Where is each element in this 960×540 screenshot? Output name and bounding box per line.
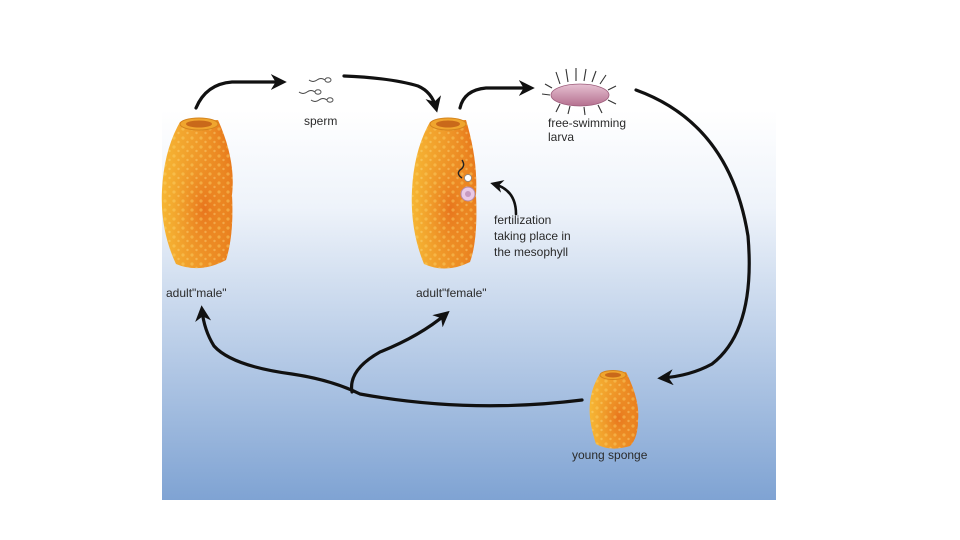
arrow-sperm-to-female xyxy=(342,74,442,113)
young-sponge-icon xyxy=(589,370,639,449)
fertilization-label: fertilization taking place in the mesoph… xyxy=(494,212,571,260)
arrow-larva-to-young xyxy=(634,88,751,386)
larva-label: free-swimming larva xyxy=(548,116,626,144)
adult-male-label: adult"male" xyxy=(166,286,227,300)
arrow-female-to-larva xyxy=(458,80,535,110)
sperm-label: sperm xyxy=(304,114,338,128)
fertilization-label-line2: taking place in xyxy=(494,229,571,243)
sperm-icon xyxy=(298,77,334,103)
larva-label-line2: larva xyxy=(548,130,575,144)
fertilization-label-line1: fertilization xyxy=(494,213,552,227)
larva-label-line1: free-swimming xyxy=(548,116,627,130)
lifecycle-arrows xyxy=(194,74,751,408)
adult-female-label: adult"female" xyxy=(416,286,487,300)
adult-male-sponge-icon xyxy=(161,117,233,269)
larva-icon xyxy=(541,68,617,116)
young-sponge-label: young sponge xyxy=(572,448,648,462)
arrow-young-back xyxy=(195,305,584,408)
fertilization-label-line3: the mesophyll xyxy=(494,245,569,259)
arrow-branch-to-female xyxy=(349,310,450,394)
adult-female-sponge-icon xyxy=(411,117,477,269)
arrow-fertilization-pointer xyxy=(490,180,518,216)
arrow-male-to-sperm xyxy=(194,74,287,110)
